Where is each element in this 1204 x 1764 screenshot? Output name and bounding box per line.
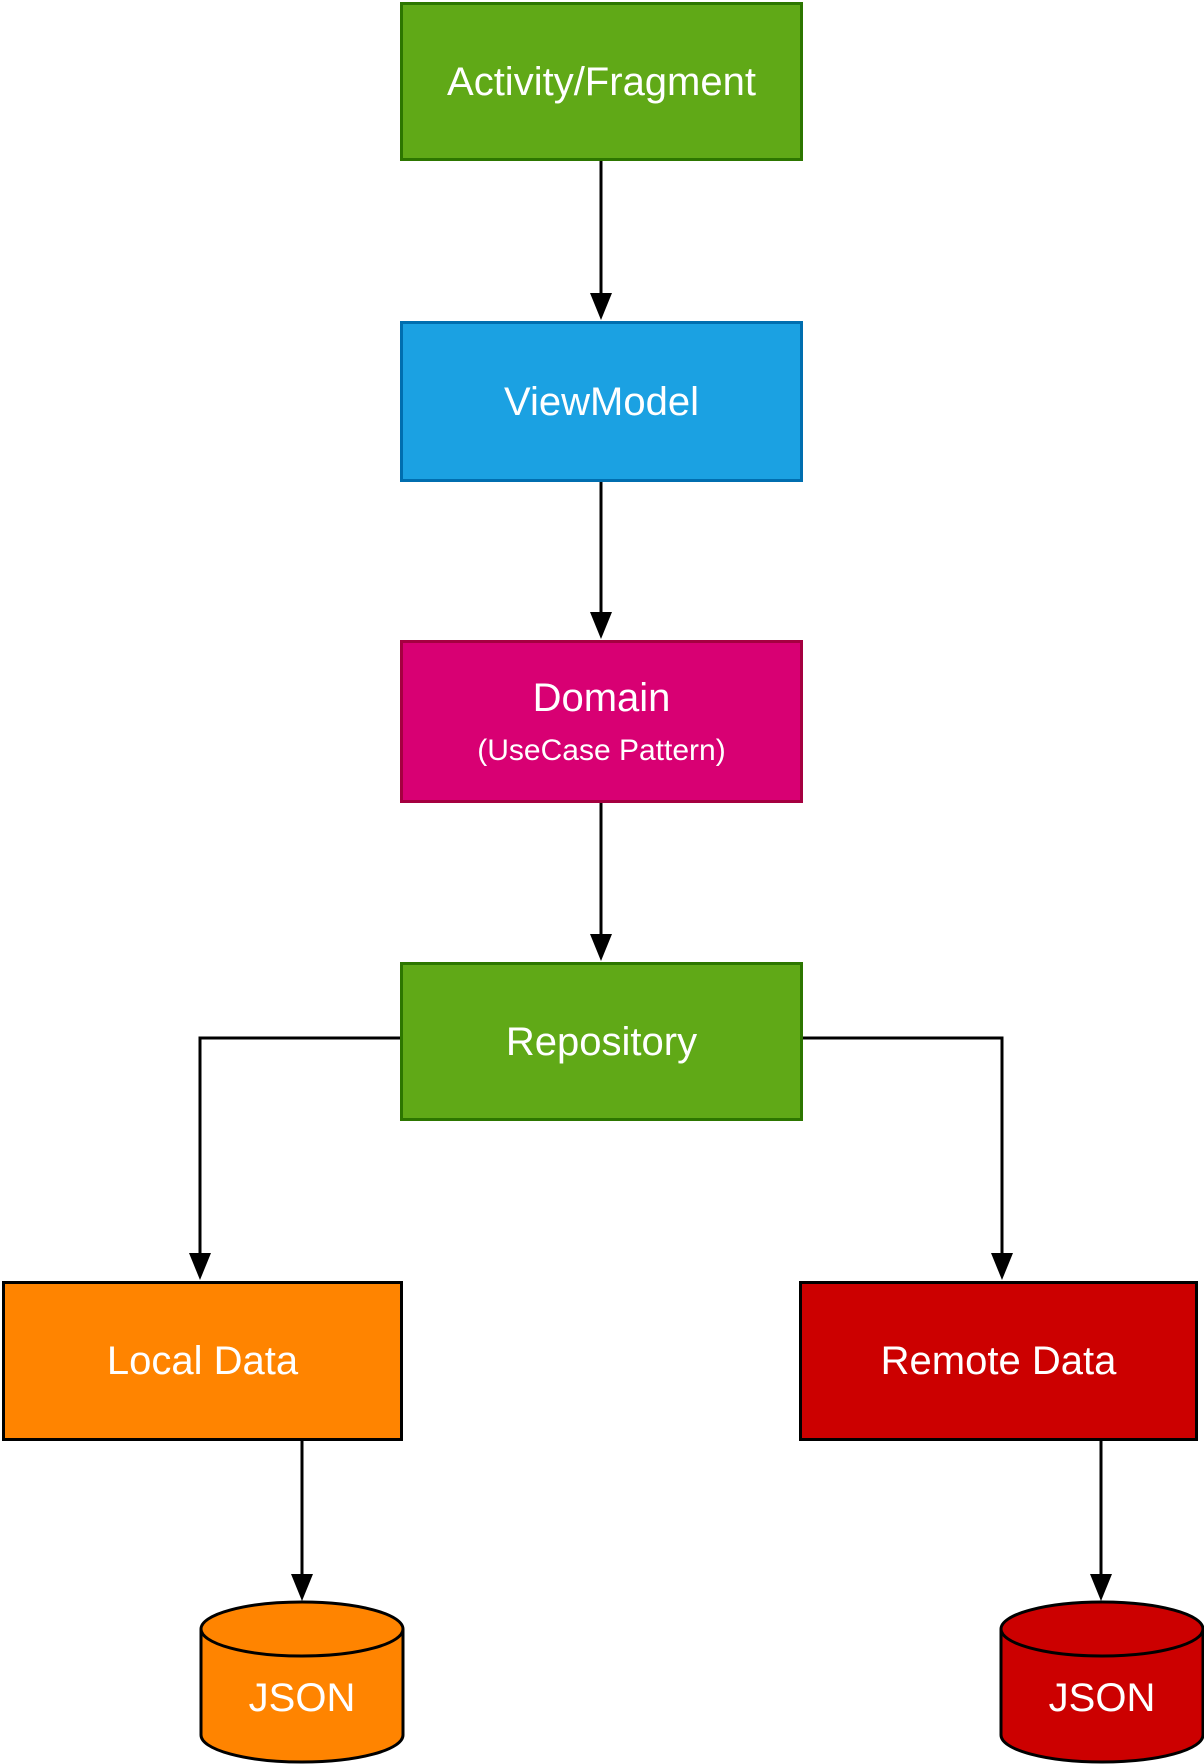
node-domain: Domain (UseCase Pattern) — [400, 640, 803, 803]
node-local-json-label: JSON — [248, 1675, 356, 1720]
edge-activity-viewmodel — [590, 160, 612, 320]
node-label: Activity/Fragment — [447, 59, 756, 104]
node-remote-json-label: JSON — [1048, 1675, 1156, 1720]
cylinder-rim — [999, 1628, 1204, 1658]
node-local-data: Local Data — [2, 1281, 403, 1441]
node-remote-json-cylinder — [999, 1600, 1204, 1764]
arrowhead-down-icon — [991, 1253, 1013, 1280]
edge-repository-local-data — [189, 1036, 400, 1280]
edge-domain-repository — [590, 802, 612, 961]
edge-line — [802, 1036, 1004, 1256]
node-label: Repository — [505, 1019, 698, 1064]
edge-viewmodel-domain — [590, 481, 612, 639]
node-label: Remote Data — [880, 1339, 1117, 1383]
arrowhead-down-icon — [590, 612, 612, 639]
cylinder-body — [199, 1600, 405, 1764]
edge-line — [198, 1036, 400, 1256]
cylinder-rim — [199, 1628, 405, 1658]
node-sublabel: (UseCase Pattern) — [477, 733, 726, 767]
arrowhead-down-icon — [590, 293, 612, 320]
node-remote-data: Remote Data — [799, 1281, 1198, 1441]
edge-remote-data-json — [1090, 1440, 1112, 1601]
edge-local-data-json — [291, 1440, 313, 1601]
edge-repository-remote-data — [802, 1036, 1013, 1280]
node-viewmodel: ViewModel — [400, 321, 803, 482]
arrowhead-down-icon — [1090, 1574, 1112, 1601]
cylinder-body — [999, 1600, 1204, 1764]
node-activity-fragment: Activity/Fragment — [400, 2, 803, 161]
node-label: Local Data — [106, 1339, 299, 1383]
node-local-json-cylinder — [199, 1600, 405, 1764]
node-repository: Repository — [400, 962, 803, 1121]
node-label: Domain — [532, 675, 671, 720]
node-label: ViewModel — [504, 379, 699, 424]
arrowhead-down-icon — [590, 934, 612, 961]
arrowhead-down-icon — [291, 1574, 313, 1601]
arrowhead-down-icon — [189, 1253, 211, 1280]
